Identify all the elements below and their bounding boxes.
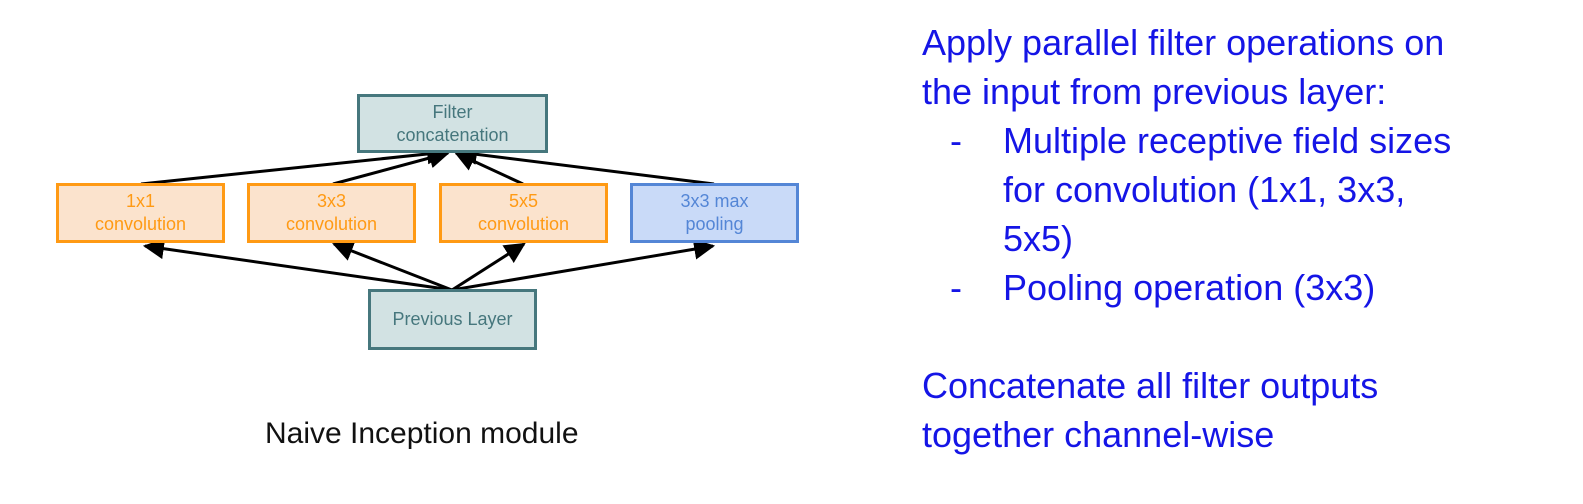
bullet-line: 5x5) [1003, 218, 1074, 259]
bullet-line: Multiple receptive field sizes [1003, 120, 1452, 161]
explanation-text: Apply parallel filter operations on the … [922, 18, 1562, 459]
bullet-line: for convolution (1x1, 3x3, [1003, 169, 1406, 210]
outro-line: Concatenate all filter outputs [922, 365, 1379, 406]
node-label-line: 3x3 [316, 191, 347, 211]
arrow-previous-to-pool [451, 238, 716, 292]
node-label-line: Filter [432, 101, 473, 122]
intro-line: Apply parallel filter operations on [922, 22, 1445, 63]
diagram-caption: Naive Inception module [265, 417, 579, 450]
node-label-line: convolution [477, 214, 570, 234]
arrow-1x1-to-concat [140, 143, 449, 186]
bullet-pooling: - Pooling operation (3x3) [922, 263, 1562, 312]
node-label-line: convolution [285, 214, 378, 234]
arrow-pool-to-concat [455, 143, 715, 186]
previous-layer-node: Previous Layer [368, 289, 537, 350]
node-label-line: concatenation [396, 124, 509, 145]
arrow-previous-to-5x5 [451, 242, 526, 292]
bullet-line: Pooling operation (3x3) [1003, 267, 1376, 308]
intro-line: the input from previous layer: [922, 71, 1387, 112]
node-label-line: convolution [94, 214, 187, 234]
max-pooling-node: 3x3 max pooling [630, 183, 799, 243]
conv-5x5-node: 5x5 convolution [439, 183, 608, 243]
spacer [922, 312, 1562, 361]
bullet-dash: - [950, 120, 962, 161]
node-label-line: pooling [685, 214, 744, 234]
node-label-line: 3x3 max [680, 191, 749, 211]
conv-1x1-node: 1x1 convolution [56, 183, 225, 243]
bullet-dash: - [950, 267, 962, 308]
node-label-line: Previous Layer [392, 309, 513, 329]
arrow-previous-to-1x1 [142, 238, 453, 292]
arrow-previous-to-3x3 [332, 241, 453, 292]
filter-concatenation-node: Filter concatenation [357, 94, 548, 153]
outro-line: together channel-wise [922, 414, 1275, 455]
conv-3x3-node: 3x3 convolution [247, 183, 416, 243]
bullet-receptive-fields: - Multiple receptive field sizes for con… [922, 116, 1562, 263]
arrows-layer [140, 143, 716, 292]
node-label-line: 1x1 [125, 191, 156, 211]
arrow-3x3-to-concat [332, 147, 451, 186]
node-label-line: 5x5 [508, 191, 539, 211]
